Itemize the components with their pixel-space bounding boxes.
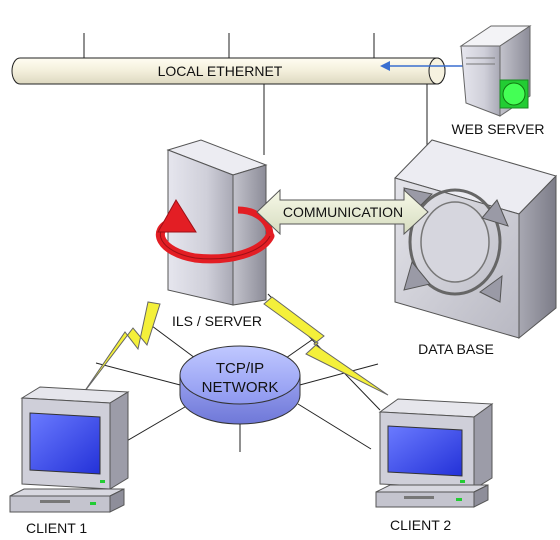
ethernet-label: LOCAL ETHERNET xyxy=(158,63,283,79)
lightning-right-icon xyxy=(263,296,389,396)
rotation-arrow-icon xyxy=(156,199,275,264)
ethernet-bus: LOCAL ETHERNET xyxy=(11,33,446,176)
web-server-label: WEB SERVER xyxy=(451,121,544,137)
communication-label: COMMUNICATION xyxy=(283,204,403,220)
web-server-icon xyxy=(459,25,532,117)
client2-label: CLIENT 2 xyxy=(390,517,451,533)
network-label-line1: TCP/IP xyxy=(216,360,264,377)
network-label-line2: NETWORK xyxy=(202,379,279,396)
ils-server-icon xyxy=(166,139,268,306)
tcp-ip-network-icon xyxy=(179,345,301,425)
lightning-left-icon xyxy=(81,301,161,396)
client2-computer-icon xyxy=(375,398,494,508)
communication-arrow-icon xyxy=(256,188,429,236)
ils-server-label: ILS / SERVER xyxy=(172,313,262,329)
client1-label: CLIENT 1 xyxy=(26,520,87,536)
database-icon xyxy=(394,139,557,340)
client1-computer-icon xyxy=(9,386,130,513)
database-label: DATA BASE xyxy=(418,341,494,357)
